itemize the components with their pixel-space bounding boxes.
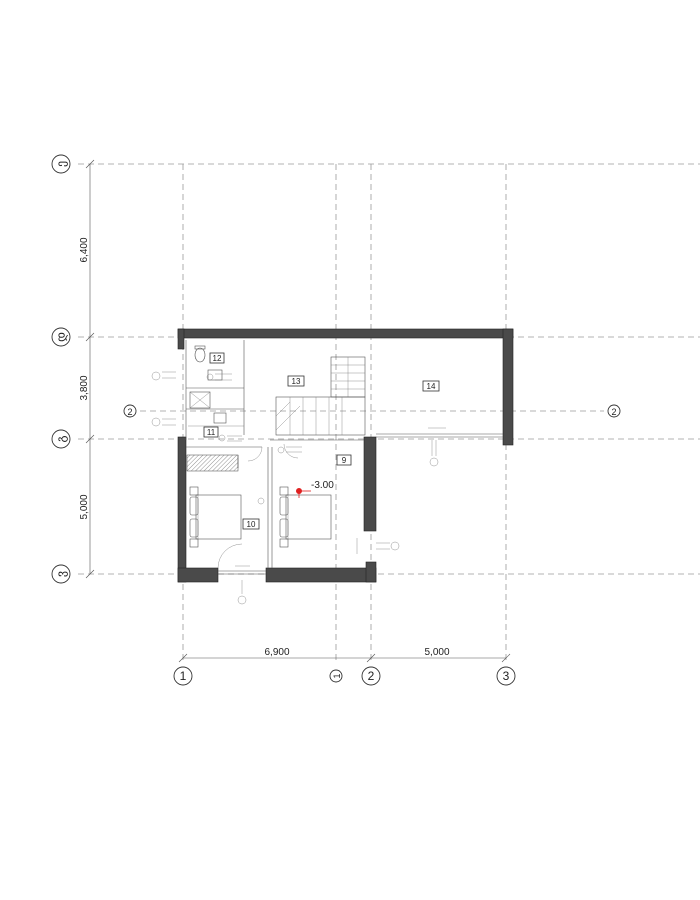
room-tag-13: 13 bbox=[287, 375, 305, 387]
room-tag-9: 9 bbox=[336, 454, 352, 466]
svg-text:14: 14 bbox=[427, 382, 436, 391]
grid-bubble-2-left: 2 bbox=[123, 404, 137, 418]
bed-room-10 bbox=[189, 486, 242, 548]
bed-icon bbox=[285, 494, 332, 540]
wall-right-lower-2 bbox=[365, 561, 377, 583]
room-tag-14: 14 bbox=[422, 380, 440, 392]
svg-text:12: 12 bbox=[213, 354, 222, 363]
shower-icon bbox=[189, 391, 211, 409]
wall-bottom-right bbox=[265, 567, 377, 583]
toilet-icon bbox=[194, 347, 206, 363]
svg-text:13: 13 bbox=[292, 377, 301, 386]
grid-bubble-3: 3 bbox=[496, 666, 516, 686]
walls bbox=[177, 328, 514, 583]
small-annotations bbox=[151, 371, 446, 605]
svg-text:2: 2 bbox=[611, 407, 616, 417]
svg-text:10: 10 bbox=[247, 520, 256, 529]
grid-bubble-v: ვ bbox=[51, 564, 71, 584]
bed-room-9 bbox=[279, 486, 332, 548]
svg-text:ე: ე bbox=[54, 161, 68, 167]
svg-text:2: 2 bbox=[368, 669, 375, 683]
dim-middle: 3,800 bbox=[79, 375, 90, 400]
svg-text:2: 2 bbox=[127, 407, 132, 417]
bed-icon bbox=[195, 494, 242, 540]
dim-right: 5,000 bbox=[424, 647, 449, 658]
level-mark-text: -3.00 bbox=[311, 480, 334, 491]
interior-lines bbox=[185, 340, 503, 575]
dim-bottom: 5,000 bbox=[79, 494, 90, 519]
room-tags: 12 11 13 14 9 10 bbox=[203, 352, 440, 530]
grid-bubble-2-right: 2 bbox=[607, 404, 621, 418]
grid-bubble-2: 2 bbox=[361, 666, 381, 686]
grid-bubble-1: 1 bbox=[173, 666, 193, 686]
wall-top bbox=[177, 328, 514, 339]
staircase bbox=[275, 356, 366, 436]
svg-text:1: 1 bbox=[332, 673, 342, 678]
room-tag-12: 12 bbox=[209, 352, 225, 364]
wall-bottom-left bbox=[177, 567, 219, 583]
room-tag-11: 11 bbox=[203, 426, 219, 438]
dim-left: 6,900 bbox=[264, 647, 289, 658]
grid-bubble-e: ე bbox=[51, 154, 71, 174]
svg-text:3: 3 bbox=[503, 669, 510, 683]
wardrobe-hatch bbox=[186, 454, 239, 472]
grid-lines bbox=[78, 163, 700, 664]
svg-text:გ: გ bbox=[54, 435, 68, 442]
grid-bubble-d: დ bbox=[51, 327, 71, 347]
svg-text:დ: დ bbox=[54, 332, 68, 342]
horizontal-dimensions: 6,900 5,000 bbox=[178, 647, 511, 663]
svg-text:1: 1 bbox=[180, 669, 187, 683]
level-mark: -3.00 bbox=[296, 480, 334, 498]
wall-right-upper bbox=[502, 328, 514, 446]
room-tag-10: 10 bbox=[242, 518, 260, 530]
bathroom-fixtures bbox=[188, 345, 244, 427]
svg-text:11: 11 bbox=[207, 428, 216, 437]
wall-left-lower bbox=[177, 436, 187, 583]
dim-top: 6,400 bbox=[79, 237, 90, 262]
wall-right-lower bbox=[363, 436, 377, 532]
wall-left-upper bbox=[177, 328, 185, 350]
sink-icon bbox=[207, 369, 223, 381]
grid-bubbles: ე დ გ ვ 1 2 3 1 bbox=[51, 154, 621, 686]
svg-text:9: 9 bbox=[342, 456, 347, 465]
grid-bubble-1-alt: 1 bbox=[329, 669, 343, 683]
svg-text:ვ: ვ bbox=[54, 571, 68, 577]
vertical-dimensions: 6,400 3,800 5,000 bbox=[79, 159, 95, 579]
grid-bubble-g: გ bbox=[51, 429, 71, 449]
